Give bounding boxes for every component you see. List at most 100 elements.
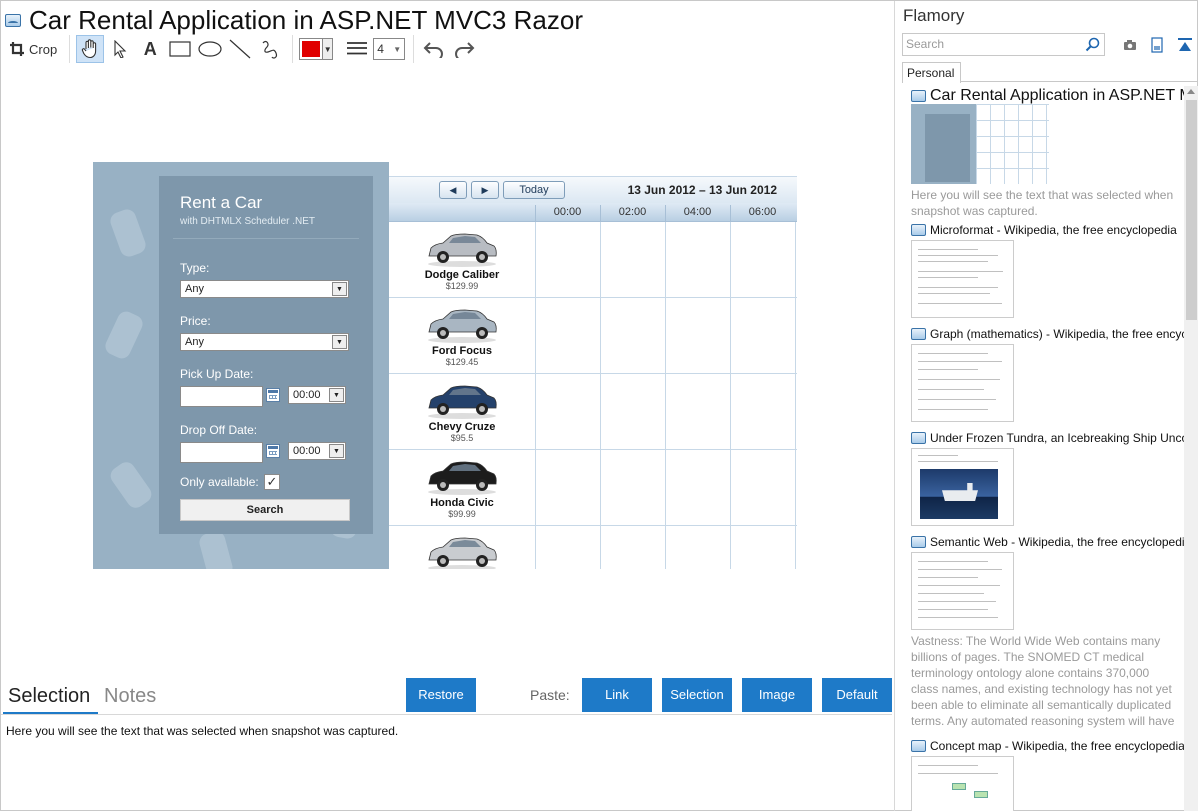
page-icon: [911, 90, 926, 102]
pickup-time-value: 00:00: [293, 389, 321, 401]
type-select[interactable]: Any▼: [180, 280, 349, 298]
camera-button[interactable]: [1121, 36, 1139, 54]
ellipse-tool-button[interactable]: [196, 35, 224, 63]
page-icon: [911, 224, 926, 236]
pointer-icon: [114, 40, 127, 58]
rectangle-tool-button[interactable]: [166, 35, 194, 63]
car-name: Dodge Caliber: [424, 269, 500, 281]
item-description: Vastness: The World Wide Web contains ma…: [911, 634, 1175, 728]
text-icon: A: [143, 38, 157, 59]
paste-default-button[interactable]: Default: [822, 678, 892, 712]
hand-tool-button[interactable]: [76, 35, 105, 63]
collapse-button[interactable]: [1176, 36, 1194, 54]
search-button[interactable]: Search: [180, 499, 350, 521]
type-value: Any: [185, 283, 204, 295]
tab-notes[interactable]: Notes: [104, 685, 157, 707]
search-input[interactable]: Search: [902, 33, 1105, 56]
size-dropdown[interactable]: 4▼: [373, 35, 406, 63]
next-button[interactable]: ▶: [471, 181, 499, 199]
car-price: $95.5: [450, 433, 474, 443]
list-item[interactable]: Under Frozen Tundra, an Icebreaking Ship…: [911, 430, 1185, 526]
undo-icon: [423, 42, 444, 58]
time-header-cell: 02:00: [600, 205, 664, 221]
list-item[interactable]: Concept map - Wikipedia, the free encycl…: [911, 738, 1185, 811]
pickup-time-select[interactable]: 00:00▼: [288, 386, 346, 404]
tab-personal[interactable]: Personal: [902, 62, 961, 83]
color-swatch: [300, 39, 323, 59]
type-label: Type:: [180, 261, 210, 275]
paste-image-button[interactable]: Image: [742, 678, 812, 712]
crop-button[interactable]: Crop: [5, 35, 61, 63]
app-name: Flamory: [903, 6, 965, 25]
chevron-down-icon: ▼: [393, 44, 402, 54]
scrollbar-thumb[interactable]: [1186, 100, 1197, 320]
car-image: [425, 530, 499, 569]
line-tool-button[interactable]: [226, 35, 254, 63]
scheduler: ◀ ▶ Today 13 Jun 2012 – 13 Jun 2012 00:0…: [389, 162, 797, 569]
calendar-icon[interactable]: [266, 388, 280, 402]
car-cell: Dodge Caliber$129.99: [389, 222, 535, 298]
today-button[interactable]: Today: [503, 181, 565, 199]
car-image: [425, 454, 499, 496]
form-subheading: with DHTMLX Scheduler .NET: [180, 216, 316, 227]
car-row[interactable]: Ford Focus$129.45: [389, 298, 797, 374]
dropoff-time-select[interactable]: 00:00▼: [288, 442, 346, 460]
item-thumbnail: [911, 756, 1014, 811]
pickup-label: Pick Up Date:: [180, 367, 254, 381]
document-button[interactable]: [1148, 36, 1166, 54]
chevron-down-icon: ▼: [322, 39, 333, 59]
redo-button[interactable]: [450, 35, 478, 63]
grid-line: [795, 222, 796, 569]
paste-link-button[interactable]: Link: [582, 678, 652, 712]
dropoff-date-input[interactable]: [180, 442, 263, 463]
search-icon[interactable]: [1085, 37, 1100, 52]
freehand-tool-button[interactable]: [256, 35, 284, 63]
paste-selection-button[interactable]: Selection: [662, 678, 732, 712]
line-width-icon: [347, 42, 368, 55]
price-value: Any: [185, 336, 204, 348]
item-title: Microformat - Wikipedia, the free encycl…: [930, 223, 1177, 237]
toolbar-divider: [292, 35, 294, 63]
grid-line: [665, 222, 666, 569]
scroll-up-icon[interactable]: [1187, 89, 1195, 94]
freehand-icon: [262, 40, 278, 59]
car-price: $129.99: [445, 281, 479, 291]
car-name: Honda Civic: [430, 497, 494, 509]
ellipse-icon: [198, 41, 222, 57]
pickup-date-input[interactable]: [180, 386, 263, 407]
divider: [173, 238, 359, 239]
car-row[interactable]: Dodge Caliber$129.99: [389, 222, 797, 298]
car-cell: [389, 526, 535, 569]
calendar-icon[interactable]: [266, 444, 280, 458]
list-item[interactable]: Car Rental Application in ASP.NET MVC3 R…: [911, 87, 1185, 219]
size-value: 4: [377, 42, 384, 56]
text-tool-button[interactable]: A: [136, 35, 164, 63]
chevron-down-icon: ▼: [332, 335, 347, 349]
car-row[interactable]: Chevy Cruze$95.5: [389, 374, 797, 450]
price-select[interactable]: Any ▼: [180, 333, 349, 351]
available-checkbox[interactable]: ✓: [264, 474, 280, 490]
restore-button[interactable]: Restore: [406, 678, 476, 712]
grid-line: [600, 222, 601, 569]
undo-button[interactable]: [420, 35, 448, 63]
rent-form: Rent a Car with DHTMLX Scheduler .NET Ty…: [159, 176, 373, 534]
list-item[interactable]: Semantic Web - Wikipedia, the free encyc…: [911, 534, 1185, 729]
selection-text: Here you will see the text that was sele…: [6, 724, 399, 738]
flamory-sidebar: Flamory Search Personal Car Rental Appli…: [894, 1, 1198, 811]
camera-icon: [1124, 40, 1136, 50]
list-item[interactable]: Graph (mathematics) - Wikipedia, the fre…: [911, 326, 1185, 422]
divider: [961, 81, 1198, 82]
car-row[interactable]: [389, 526, 797, 569]
prev-button[interactable]: ◀: [439, 181, 467, 199]
paste-label: Paste:: [530, 687, 570, 703]
title-bar: Car Rental Application in ASP.NET MVC3 R…: [5, 5, 583, 35]
tab-selection[interactable]: Selection: [8, 685, 91, 707]
color-picker[interactable]: ▼: [299, 35, 334, 63]
list-item[interactable]: Microformat - Wikipedia, the free encycl…: [911, 222, 1185, 318]
select-tool-button[interactable]: [106, 35, 134, 63]
line-width-button[interactable]: [343, 35, 371, 63]
car-row[interactable]: Honda Civic$99.99: [389, 450, 797, 526]
scrollbar[interactable]: [1184, 86, 1198, 811]
item-title: Concept map - Wikipedia, the free encycl…: [930, 739, 1185, 753]
